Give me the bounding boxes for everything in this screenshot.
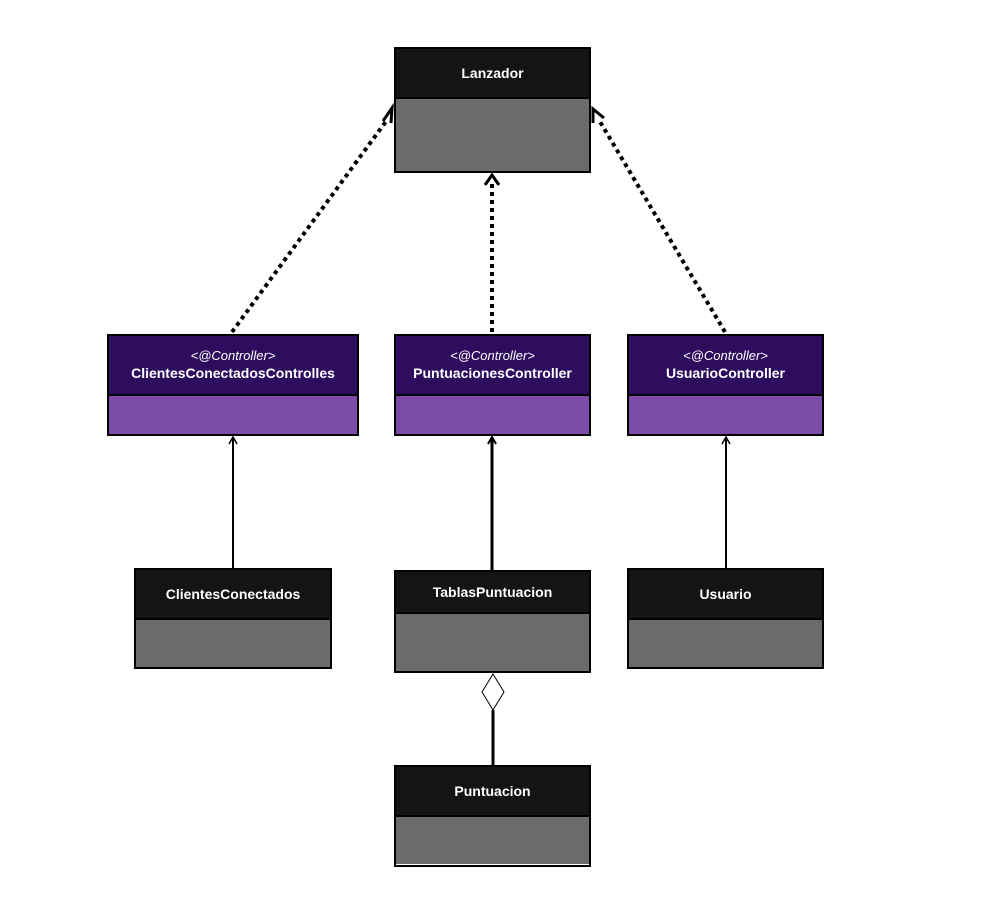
class-tablas-puntuacion[interactable]: TablasPuntuacion [394, 570, 591, 673]
class-stereotype: <@Controller> [683, 348, 768, 363]
class-name: ClientesConectados [165, 586, 301, 602]
class-name: UsuarioController [665, 365, 785, 381]
class-header: <@Controller> ClientesConectadosControll… [109, 336, 357, 396]
class-name: PuntuacionesController [413, 365, 572, 381]
class-clientes-conectados-controlles[interactable]: <@Controller> ClientesConectadosControll… [107, 334, 359, 436]
class-header: Usuario [629, 570, 822, 620]
association-usuario-to-controller [721, 435, 731, 568]
class-stereotype: <@Controller> [450, 348, 535, 363]
class-body [629, 620, 822, 667]
class-name: Usuario [699, 586, 752, 602]
class-name: Lanzador [461, 65, 524, 81]
class-usuario[interactable]: Usuario [627, 568, 824, 669]
dependency-puntuaciones-to-lanzador [483, 172, 501, 332]
aggregation-puntuacion-to-tablaspuntuacion [481, 673, 505, 765]
class-lanzador[interactable]: Lanzador [394, 47, 591, 173]
class-header: Lanzador [396, 49, 589, 99]
class-body [396, 99, 589, 171]
class-name: TablasPuntuacion [432, 584, 553, 600]
class-header: <@Controller> PuntuacionesController [396, 336, 589, 396]
dependency-clientes-to-lanzador [230, 102, 394, 334]
class-body [629, 396, 822, 434]
class-body [109, 396, 357, 434]
aggregation-diamond-icon [481, 673, 505, 711]
class-header: <@Controller> UsuarioController [629, 336, 822, 396]
class-name: Puntuacion [454, 783, 531, 799]
association-clientesconectados-to-controller [228, 435, 238, 568]
class-header: TablasPuntuacion [396, 572, 589, 614]
class-puntuaciones-controller[interactable]: <@Controller> PuntuacionesController [394, 334, 591, 436]
class-header: ClientesConectados [136, 570, 330, 620]
class-body [396, 614, 589, 671]
class-header: Puntuacion [396, 767, 589, 817]
association-tablaspuntuacion-to-controller [487, 434, 497, 570]
dependency-usuario-to-lanzador [591, 105, 727, 334]
class-puntuacion[interactable]: Puntuacion [394, 765, 591, 867]
class-body [136, 620, 330, 667]
class-name: ClientesConectadosControlles [131, 365, 335, 381]
class-body [396, 396, 589, 434]
class-stereotype: <@Controller> [190, 348, 276, 363]
class-body [396, 817, 589, 864]
class-clientes-conectados[interactable]: ClientesConectados [134, 568, 332, 669]
class-usuario-controller[interactable]: <@Controller> UsuarioController [627, 334, 824, 436]
